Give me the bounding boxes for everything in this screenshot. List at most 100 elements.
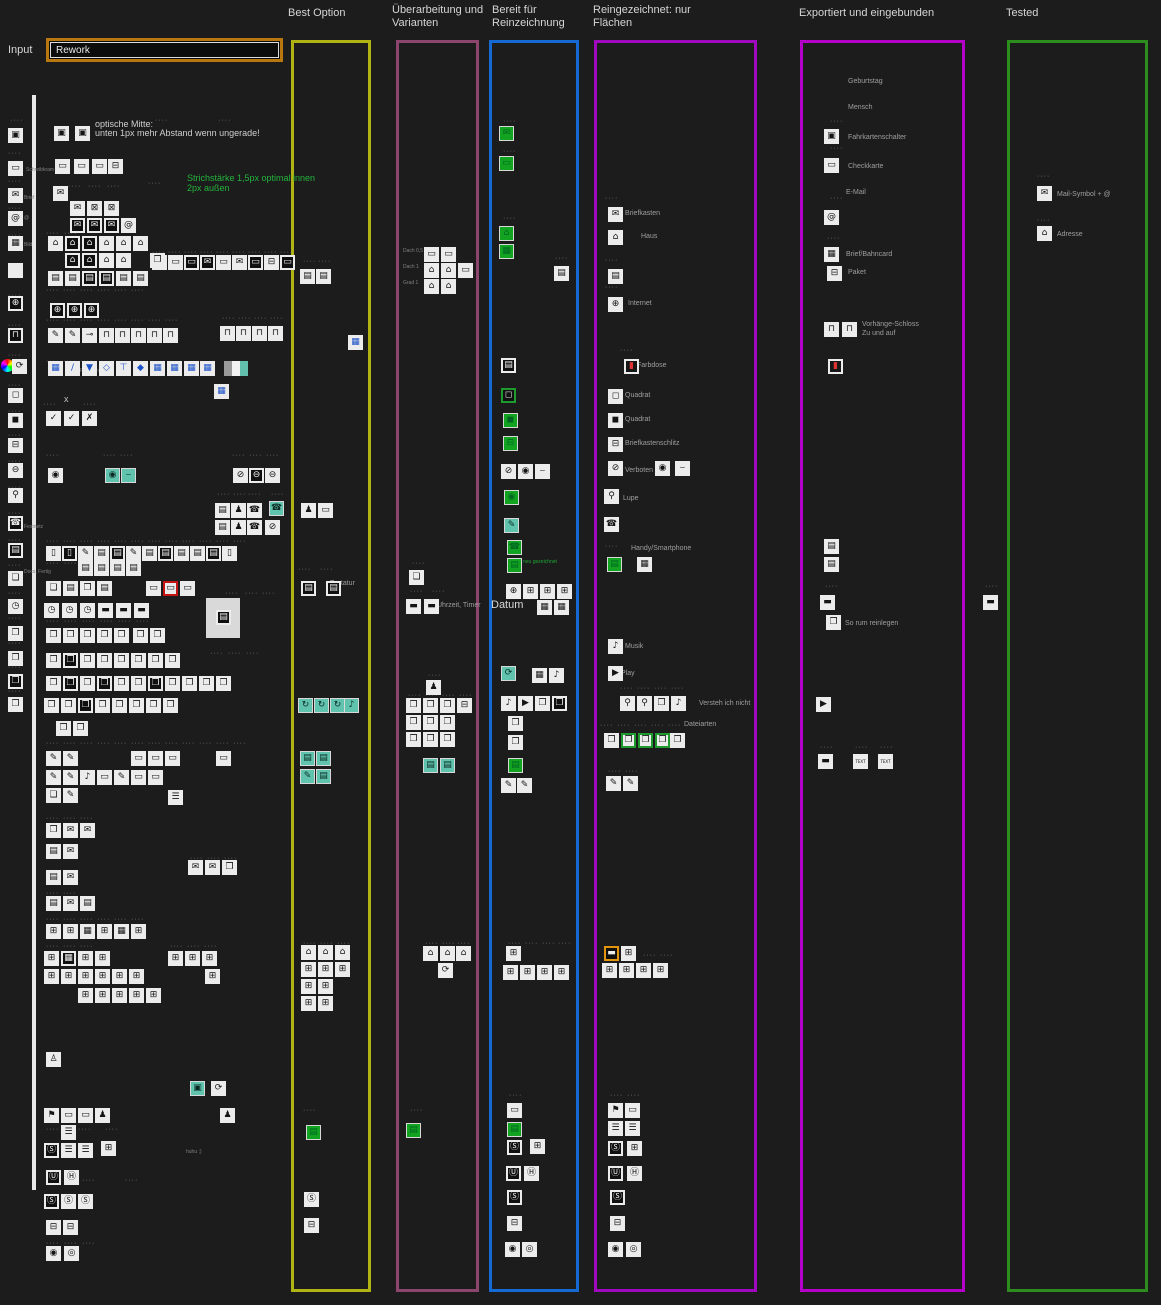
mail-icon[interactable]: ✉ xyxy=(63,844,78,859)
sbahn-icon[interactable]: Ⓢ xyxy=(78,1194,93,1209)
file-icon[interactable]: ❐ xyxy=(655,733,670,748)
file-icon[interactable]: ❐ xyxy=(8,626,23,641)
phone-icon[interactable]: ☎ xyxy=(247,503,262,518)
droplet-icon[interactable]: ◆ xyxy=(133,361,148,376)
file-icon[interactable]: ❐ xyxy=(97,653,112,668)
play-icon[interactable]: ▶ xyxy=(816,697,831,712)
mail-icon[interactable]: ✉ xyxy=(200,255,215,270)
file-icon[interactable]: ❐ xyxy=(8,697,23,712)
file-icon[interactable]: ❐ xyxy=(78,698,93,713)
card-icon[interactable]: ▭ xyxy=(165,751,180,766)
note-icon[interactable]: ❏ xyxy=(46,788,61,803)
pen-icon[interactable]: ✎ xyxy=(501,778,516,793)
file-icon[interactable]: ❐ xyxy=(114,653,129,668)
mail-icon[interactable]: ✉ xyxy=(63,870,78,885)
card-icon[interactable]: ▭ xyxy=(74,159,89,174)
house-icon[interactable]: ⌂ xyxy=(65,236,80,251)
battery-icon[interactable]: ▤ xyxy=(300,751,315,766)
battery-icon[interactable]: ▤ xyxy=(158,546,173,561)
battery-icon[interactable]: ▤ xyxy=(206,546,221,561)
image-icon[interactable]: ▦ xyxy=(200,361,215,376)
pen-icon[interactable]: ✎ xyxy=(517,778,532,793)
file-icon[interactable]: ❐ xyxy=(80,676,95,691)
battery-icon[interactable]: ▤ xyxy=(46,870,61,885)
file-icon[interactable]: ❐ xyxy=(423,698,438,713)
battery-icon[interactable]: ▤ xyxy=(824,539,839,554)
ubahn-icon[interactable]: Ⓤ xyxy=(506,1166,521,1181)
prohibited-icon[interactable]: ⊘ xyxy=(608,461,623,476)
house-icon[interactable]: ⌂ xyxy=(441,279,456,294)
digital-clock-icon[interactable]: ▬ xyxy=(820,595,835,610)
music-icon[interactable]: ♪ xyxy=(80,770,95,785)
pen-icon[interactable]: ✎ xyxy=(46,751,61,766)
paint-can-icon[interactable]: ▮ xyxy=(828,359,843,374)
file-icon[interactable]: ❐ xyxy=(552,696,567,711)
file-icon[interactable]: ▯ xyxy=(222,546,237,561)
mail-icon[interactable]: ✉ xyxy=(70,218,85,233)
card-icon[interactable]: ▭ xyxy=(92,159,107,174)
phone-icon[interactable]: ☎ xyxy=(247,520,262,535)
card-icon[interactable]: ▭ xyxy=(180,581,195,596)
battery-icon[interactable]: ▤ xyxy=(46,844,61,859)
square-icon[interactable]: ◻ xyxy=(501,388,516,403)
card-icon[interactable]: ▭ xyxy=(507,1103,522,1118)
vehicle-icon[interactable]: ⊞ xyxy=(318,996,333,1011)
person-icon[interactable]: ♟ xyxy=(220,1108,235,1123)
house-icon[interactable]: ⌂ xyxy=(335,945,350,960)
house-icon[interactable]: ⌂ xyxy=(424,279,439,294)
house-icon[interactable]: ⌂ xyxy=(99,236,114,251)
roller-icon[interactable]: ⊤ xyxy=(116,361,131,376)
file-icon[interactable]: ❐ xyxy=(440,732,455,747)
clock-icon[interactable]: ◷ xyxy=(44,603,59,618)
card-icon[interactable]: ▭ xyxy=(131,751,146,766)
battery-icon[interactable]: ▤ xyxy=(190,546,205,561)
image-icon[interactable]: ▦ xyxy=(184,361,199,376)
digital-clock-icon[interactable]: ▬ xyxy=(116,603,131,618)
vehicle-icon[interactable]: ⊞ xyxy=(301,996,316,1011)
battery-icon[interactable]: ▤ xyxy=(316,769,331,784)
digital-clock-icon[interactable]: ▬ xyxy=(818,754,833,769)
music-icon[interactable]: ♪ xyxy=(671,696,686,711)
file-icon[interactable]: ❐ xyxy=(670,733,685,748)
lock-icon[interactable]: ⊓ xyxy=(220,326,235,341)
slot-icon[interactable]: ⊟ xyxy=(457,698,472,713)
battery-icon[interactable]: ▤ xyxy=(8,543,23,558)
ubahn-icon[interactable]: Ⓤ xyxy=(608,1166,623,1181)
image-icon[interactable]: ▦ xyxy=(61,951,76,966)
file-icon[interactable]: ❐ xyxy=(61,698,76,713)
file-icon[interactable]: ❐ xyxy=(46,676,61,691)
prohibited-icon[interactable]: ⊘ xyxy=(233,468,248,483)
vehicle-icon[interactable]: ⊞ xyxy=(112,969,127,984)
slot-icon[interactable]: ⊟ xyxy=(8,438,23,453)
battery-icon[interactable]: ▤ xyxy=(554,266,569,281)
droplet-icon[interactable]: ▼ xyxy=(82,361,97,376)
mail-icon[interactable]: ✉ xyxy=(8,188,23,203)
file-icon[interactable]: ❐ xyxy=(150,628,165,643)
frame-exportiert-eingebunden[interactable] xyxy=(800,40,965,1292)
ubahn-icon[interactable]: Ⓤ xyxy=(46,1170,61,1185)
frame-bereit-reinzeichnung[interactable] xyxy=(489,40,579,1292)
closed-eye-icon[interactable]: ⌣ xyxy=(535,464,550,479)
vehicle-icon[interactable]: ⊞ xyxy=(335,962,350,977)
phone-icon[interactable]: ☎ xyxy=(269,501,284,516)
at-icon[interactable]: @ xyxy=(121,218,136,233)
battery-icon[interactable]: ▤ xyxy=(63,581,78,596)
checkbox-checked-icon[interactable]: ✓ xyxy=(64,411,79,426)
card-icon[interactable]: ▭ xyxy=(148,751,163,766)
vehicle-icon[interactable]: ⊞ xyxy=(78,988,93,1003)
card-icon[interactable]: ▭ xyxy=(163,581,178,596)
person-icon[interactable]: ♟ xyxy=(231,503,246,518)
file-icon[interactable]: ❐ xyxy=(182,676,197,691)
image-icon[interactable]: ▦ xyxy=(80,924,95,939)
digital-clock-icon[interactable]: ▬ xyxy=(98,603,113,618)
file-icon[interactable]: ❐ xyxy=(114,628,129,643)
file-icon[interactable]: ❐ xyxy=(112,698,127,713)
at-icon[interactable]: @ xyxy=(8,211,23,226)
sbahn-icon[interactable]: Ⓢ xyxy=(610,1190,625,1205)
file-icon[interactable]: ❐ xyxy=(46,653,61,668)
card-icon[interactable]: ▭ xyxy=(441,247,456,262)
refresh-icon[interactable]: ⟳ xyxy=(438,963,453,978)
battery-icon[interactable]: ▤ xyxy=(423,758,438,773)
battery-icon[interactable]: ▤ xyxy=(326,581,341,596)
mail-icon[interactable]: ✉ xyxy=(188,860,203,875)
